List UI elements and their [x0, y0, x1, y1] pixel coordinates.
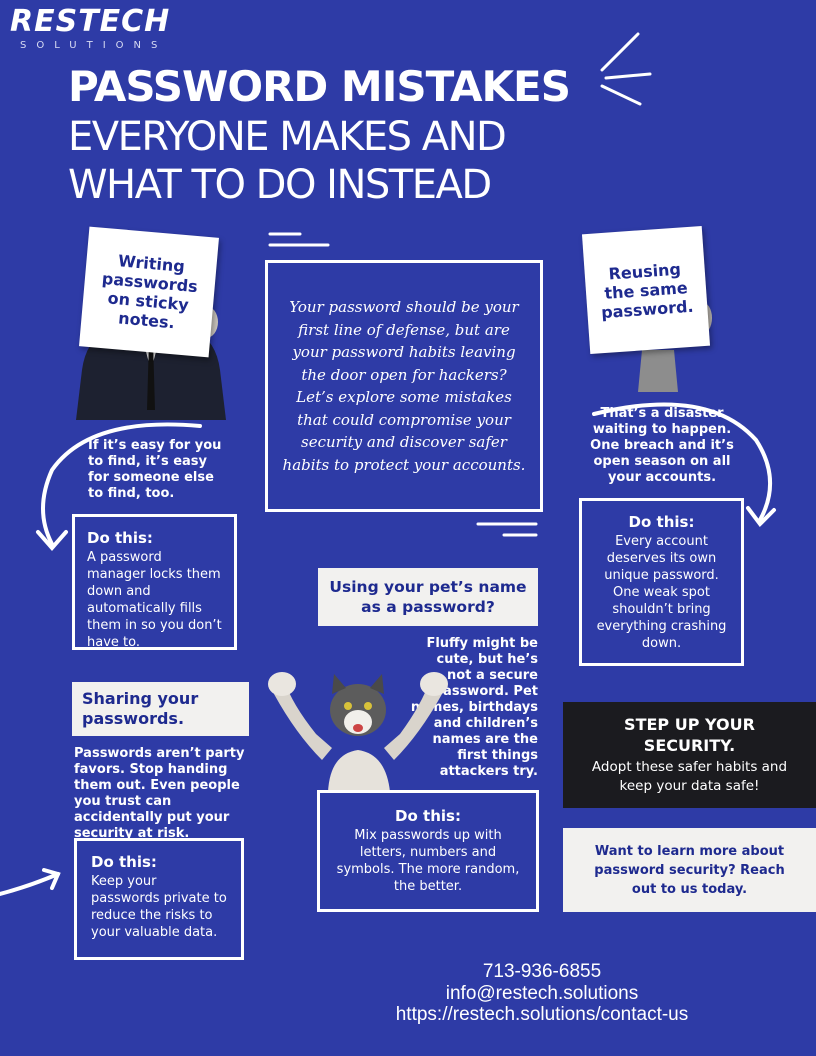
cta-box: Want to learn more about password securi…: [563, 828, 816, 912]
sign-text: Reusing the same password.: [600, 259, 695, 322]
mistake4-label: Sharing your passwords.: [72, 682, 249, 736]
burst-lines-icon: [600, 32, 652, 106]
mistake3-label: Using your pet’s name as a password?: [318, 568, 538, 626]
title-line-3: WHAT TO DO INSTEAD: [68, 162, 492, 208]
step-up-title: STEP UP YOUR SECURITY.: [624, 715, 755, 755]
title-line-2: EVERYONE MAKES AND: [68, 114, 507, 160]
do-this-text: A password manager locks them down and a…: [87, 550, 222, 650]
do-this-title: Do this:: [628, 513, 695, 531]
logo-wordmark: RESTECH: [10, 4, 171, 39]
intro-text: Your password should be your first line …: [282, 298, 526, 474]
do-this-box: Do this: A password manager locks them d…: [72, 514, 237, 650]
contact-email[interactable]: info@restech.solutions: [445, 983, 639, 1004]
do-this-title: Do this:: [395, 807, 461, 825]
do-this-box: Do this: Mix passwords up with letters, …: [317, 790, 539, 912]
do-this-title: Do this:: [91, 853, 157, 871]
arrow-right-icon: [0, 868, 61, 896]
logo-subtitle: SOLUTIONS: [20, 40, 168, 51]
cat-photo-icon: [268, 672, 448, 792]
sign-card: Writing passwords on sticky notes.: [79, 226, 219, 358]
dash-lines-icon: [476, 522, 538, 537]
contact-url[interactable]: https://restech.solutions/contact-us: [395, 1004, 689, 1025]
mistake3-label-text: Using your pet’s name as a password?: [329, 578, 527, 616]
mistake1-note: If it’s easy for you to find, it’s easy …: [88, 438, 222, 501]
do-this-text: Keep your passwords private to reduce th…: [91, 874, 227, 940]
cta-text: Want to learn more about password securi…: [594, 843, 785, 897]
do-this-box: Do this: Every account deserves its own …: [579, 498, 744, 666]
intro-box: Your password should be your first line …: [265, 260, 543, 512]
mistake4-note: Passwords aren’t party favors. Stop hand…: [74, 746, 245, 841]
step-up-text: Adopt these safer habits and keep your d…: [591, 759, 788, 794]
do-this-text: Mix passwords up with letters, numbers a…: [336, 828, 520, 894]
mistake2-note: That’s a disaster waiting to happen. One…: [590, 406, 734, 485]
contact-phone[interactable]: 713-936-6855: [482, 961, 602, 982]
sign-card: Reusing the same password.: [581, 225, 711, 355]
do-this-text: Every account deserves its own unique pa…: [596, 534, 727, 651]
curved-arrow-icon: [592, 402, 776, 528]
curved-arrow-icon: [36, 422, 202, 552]
do-this-title: Do this:: [87, 529, 153, 547]
mistake3-note: Fluffy might be cute, but he’s not a sec…: [410, 636, 538, 779]
dash-lines-icon: [268, 232, 330, 247]
do-this-box: Do this: Keep your passwords private to …: [74, 838, 244, 960]
step-up-box: STEP UP YOUR SECURITY. Adopt these safer…: [563, 702, 816, 808]
mistake4-label-text: Sharing your passwords.: [82, 689, 199, 728]
sign-text: Writing passwords on sticky notes.: [101, 251, 199, 333]
title-line-1: PASSWORD MISTAKES: [68, 62, 571, 111]
